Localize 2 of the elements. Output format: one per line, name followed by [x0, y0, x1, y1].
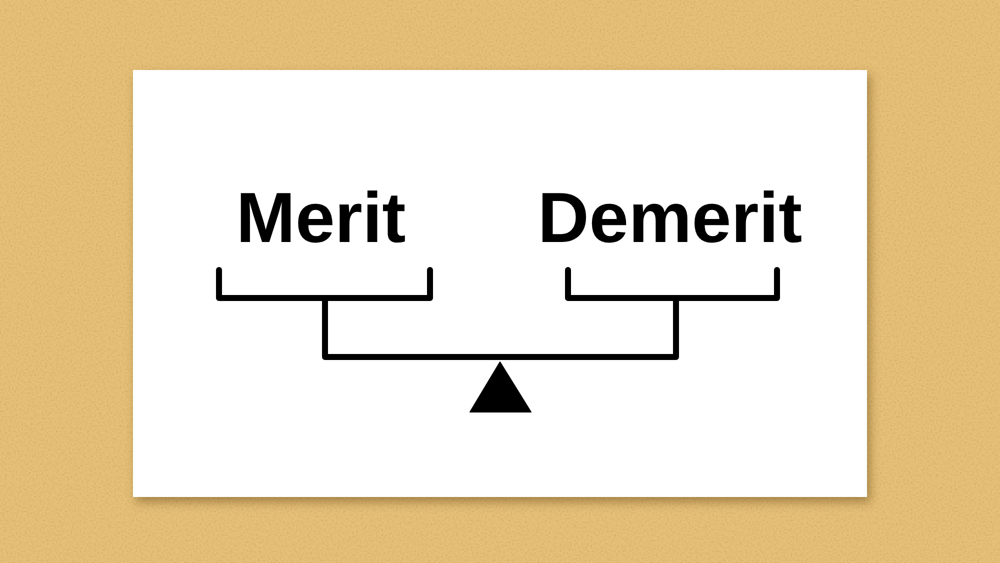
- pan-label: Merit: [236, 183, 406, 254]
- pan-label: Demerit: [538, 183, 802, 254]
